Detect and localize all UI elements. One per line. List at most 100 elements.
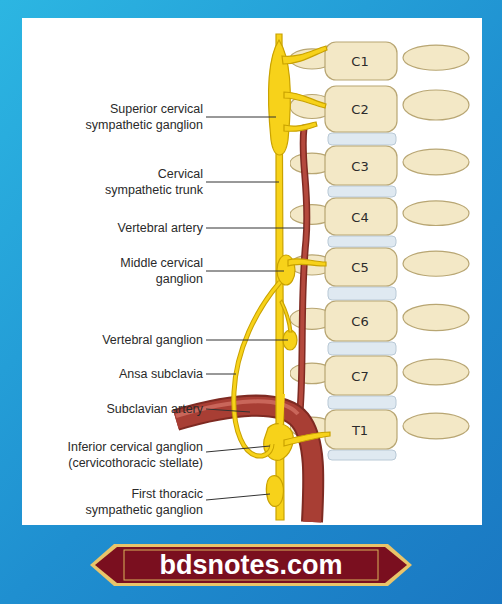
ansa-subclavia: [234, 282, 280, 456]
vertebral-body: [325, 356, 397, 395]
intervertebral-disc: [328, 287, 396, 300]
leader-line: [206, 446, 270, 452]
superior-ganglion: [268, 40, 290, 155]
structure-label: Vertebral artery: [23, 220, 203, 236]
vertebra-shape: [290, 354, 470, 397]
ganglion-branch: [284, 432, 330, 446]
structure-label: Cervical sympathetic trunk: [93, 166, 203, 198]
vertebra-shape: [290, 196, 470, 237]
transverse-process: [290, 363, 334, 384]
vertebra-parts: [290, 248, 469, 286]
vertebra-label: C6: [325, 314, 395, 329]
sympathetic-trunk: [276, 34, 284, 520]
middle-ganglion: [277, 255, 295, 285]
structure-label: Vertebral ganglion: [23, 332, 203, 348]
vertebral-ganglion: [283, 330, 297, 350]
vertebra-shape: [290, 144, 470, 187]
ganglion-branch: [284, 92, 326, 108]
transverse-process: [290, 49, 334, 69]
vertebra-label: C4: [325, 209, 395, 224]
vertebra-label: C7: [325, 368, 395, 383]
vertebra: C5: [290, 246, 470, 288]
vertebra-shape: [290, 84, 470, 134]
vertebra-label: C1: [325, 54, 395, 69]
banner-border: [90, 544, 412, 586]
trunk-limb: [280, 394, 283, 432]
vertebra: T1: [290, 408, 470, 451]
leader-line: [206, 374, 236, 375]
ganglion-branch: [284, 122, 317, 131]
stellate-ganglion: [264, 424, 294, 461]
intervertebral-disc: [328, 396, 396, 409]
banner-fill: [95, 547, 407, 583]
transverse-process: [290, 255, 334, 275]
subclavian-artery-outline: [176, 406, 313, 522]
vertebral-body: [325, 301, 397, 341]
transverse-process: [290, 308, 334, 329]
structure-label: Ansa subclavia: [23, 366, 203, 382]
ganglion-branch: [282, 46, 327, 64]
transverse-process: [290, 95, 334, 119]
leader-line: [206, 117, 276, 118]
articular-process: [403, 413, 469, 439]
vertebra-shape: [290, 246, 470, 288]
articular-process: [403, 304, 469, 330]
transverse-process: [290, 417, 334, 438]
vertebra: C7: [290, 354, 470, 397]
vertebra-shape: [290, 408, 470, 451]
vertebra-shape: [290, 299, 470, 343]
structure-label: Middle cervical ganglion: [93, 255, 203, 287]
leader-line: [206, 494, 270, 500]
vertebra-parts: [290, 356, 469, 395]
vertebra-label: C3: [325, 158, 395, 173]
intervertebral-disc: [328, 236, 396, 247]
intervertebral-disc: [328, 186, 396, 197]
intervertebral-disc: [328, 342, 396, 355]
vertebra-label: T1: [325, 422, 395, 437]
banner-inner-border: [124, 550, 378, 580]
vertebra-parts: [290, 198, 469, 235]
articular-process: [403, 359, 469, 385]
intervertebral-disc: [328, 450, 396, 460]
leader-line: [206, 340, 288, 341]
trunk-limb: [280, 300, 292, 332]
articular-process: [403, 45, 469, 70]
vertebra-parts: [290, 42, 469, 80]
vertebral-body: [325, 248, 397, 286]
banner-text: bdsnotes.com: [90, 550, 412, 581]
structure-label: Subclavian artery: [23, 401, 203, 417]
vertebra: C1: [290, 40, 470, 82]
leader-line: [206, 271, 284, 272]
site-banner: bdsnotes.com: [90, 542, 412, 588]
vertebra-parts: [290, 301, 469, 341]
vertebra: C6: [290, 299, 470, 343]
articular-process: [403, 90, 469, 120]
vertebral-body: [325, 198, 397, 235]
structure-label: First thoracic sympathetic ganglion: [83, 486, 203, 518]
leader-line: [206, 182, 279, 183]
first-thoracic-ganglion: [266, 476, 283, 507]
vertebra-label: C2: [325, 102, 395, 117]
transverse-process: [290, 205, 334, 225]
transverse-process: [290, 153, 334, 174]
vertebra-parts: [290, 410, 469, 449]
white-panel: [22, 18, 482, 525]
articular-process: [403, 251, 469, 276]
intervertebral-disc: [328, 133, 396, 145]
leader-line: [206, 409, 250, 412]
vertebral-body: [325, 146, 397, 185]
vertebral-body: [325, 86, 397, 132]
vertebra-parts: [290, 86, 469, 132]
banner-shape: [90, 542, 412, 588]
vertebra-parts: [290, 146, 469, 185]
articular-process: [403, 201, 469, 226]
articular-process: [403, 149, 469, 175]
structure-label: Inferior cervical ganglion (cervicothora…: [23, 439, 203, 471]
artery-highlight: [176, 401, 298, 416]
vertebra: C2: [290, 84, 470, 134]
subclavian-artery: [176, 406, 313, 522]
